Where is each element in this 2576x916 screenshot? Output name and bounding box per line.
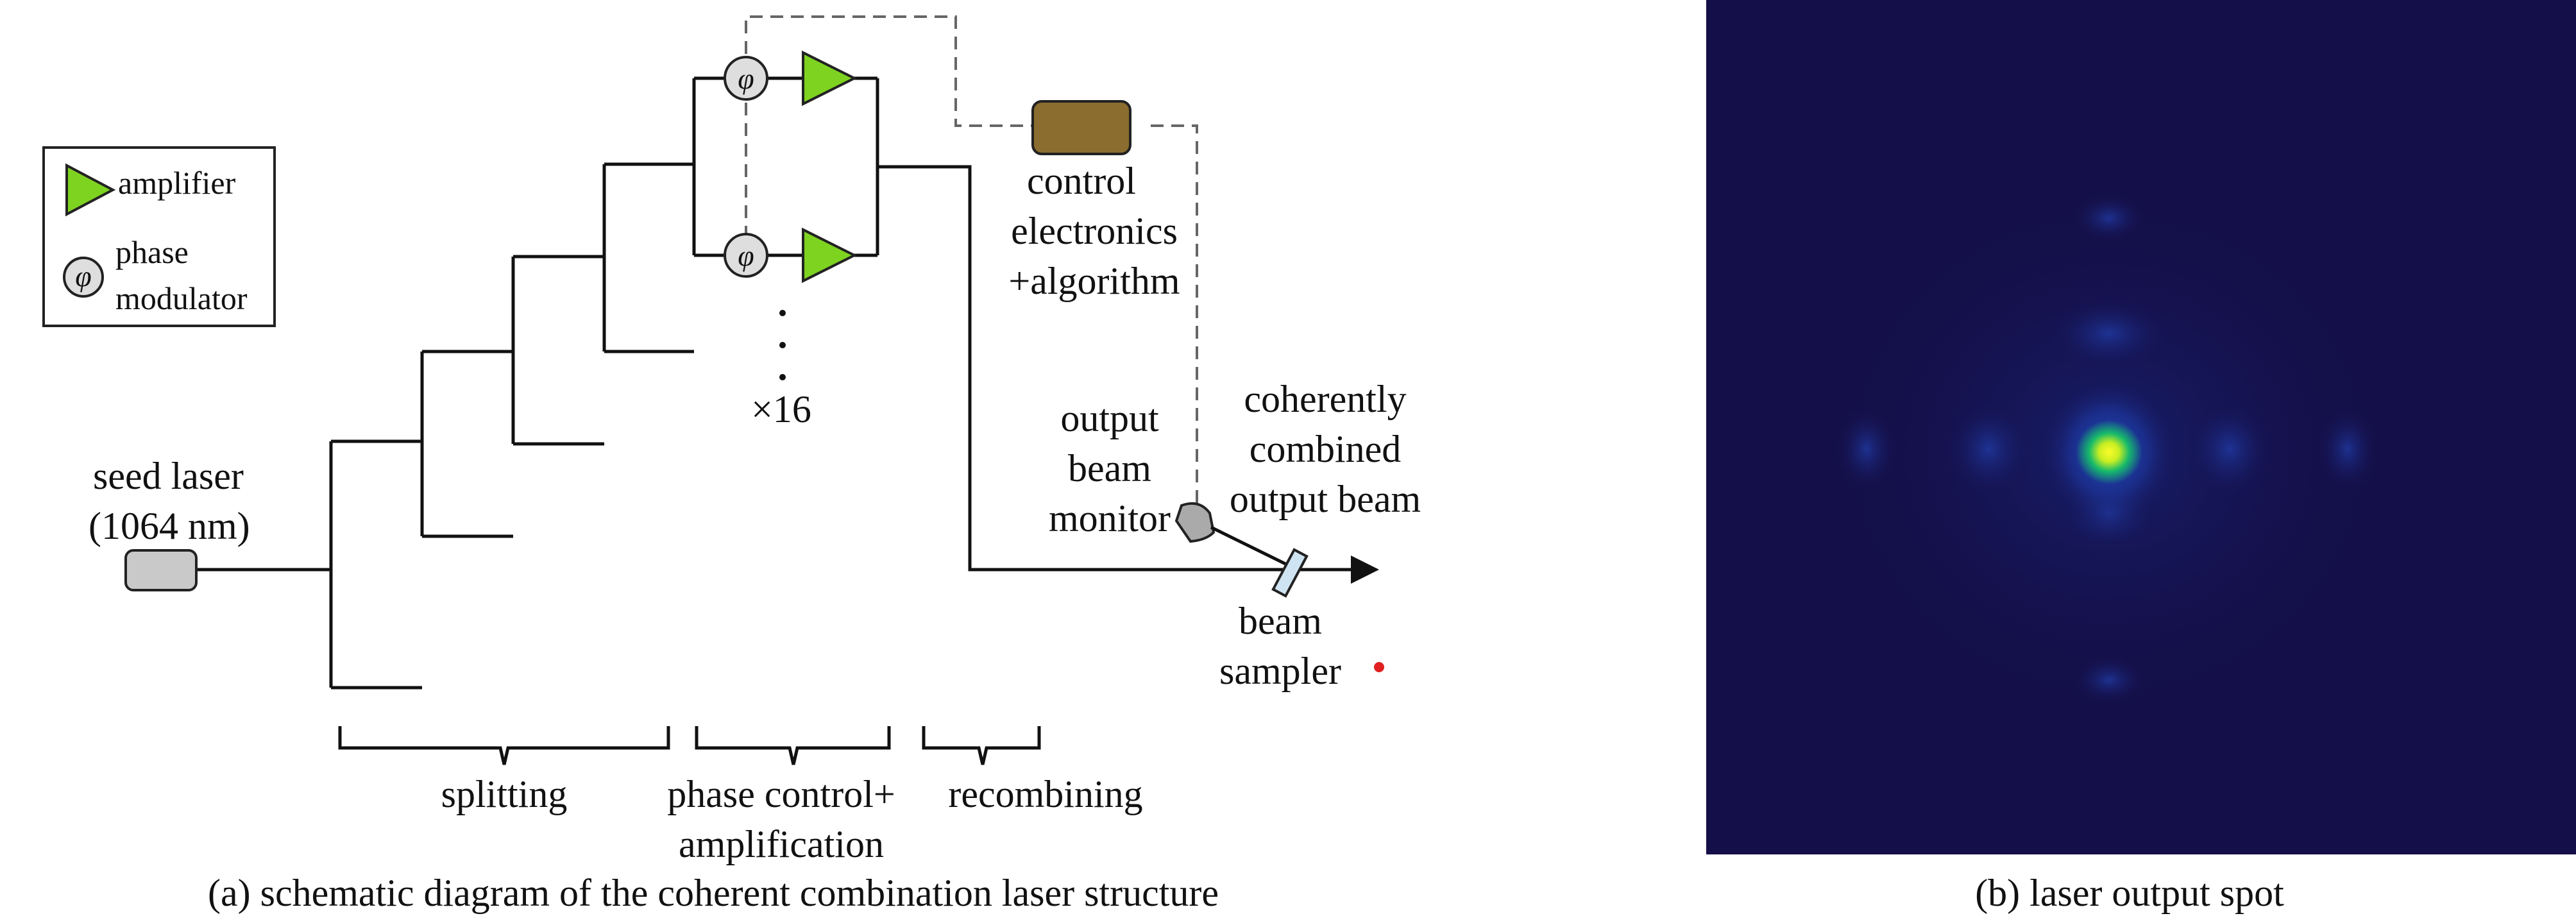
legend-phase-label-line2: modulator [115, 280, 248, 316]
stage-phase-control-label-line2: amplification [679, 823, 884, 865]
amplifier-bottom-icon [802, 227, 858, 284]
phase-symbol: φ [75, 260, 91, 293]
phase-modulator-bottom: φ [724, 233, 768, 278]
control-electronics-box [1031, 100, 1131, 155]
monitor-label-line1: output [1060, 397, 1159, 439]
output-arrow-icon [1351, 556, 1379, 584]
seed-laser-label-line2: (1064 nm) [89, 505, 250, 547]
control-label-line3: +algorithm [1008, 260, 1180, 302]
phase-symbol: φ [738, 239, 754, 272]
array-count-label: ×16 [751, 388, 811, 430]
monitor-label-line2: beam [1068, 447, 1151, 489]
combined-beam-label-line1: coherently [1244, 378, 1406, 420]
sampler-label-line1: beam [1239, 600, 1322, 642]
splitting-tree [196, 76, 1351, 690]
legend: amplifier φ phase modulator [42, 146, 276, 327]
control-label-line1: control [1027, 160, 1136, 202]
combined-beam-label-line3: output beam [1230, 478, 1421, 520]
array-ellipsis [779, 310, 786, 380]
marker-dot [1374, 662, 1384, 672]
legend-amplifier-icon [65, 163, 116, 217]
seed-laser-box [124, 549, 198, 591]
spot-core [2076, 420, 2142, 484]
legend-phase-label-line1: phase [115, 234, 189, 270]
seed-laser-label-line1: seed laser [93, 455, 244, 497]
beam-monitor-icon [1174, 502, 1216, 543]
control-label-line2: electronics [1011, 210, 1178, 252]
legend-amplifier-label: amplifier [118, 165, 236, 201]
amplifier-top-icon [802, 50, 858, 106]
monitor-beam-path [1210, 525, 1288, 566]
monitor-label-line3: monitor [1049, 497, 1171, 539]
coherent-combination-schematic: amplifier φ phase modulator [42, 15, 1421, 914]
caption-b: (b) laser output spot [1975, 872, 2284, 914]
caption-a: (a) schematic diagram of the coherent co… [208, 872, 1219, 914]
laser-output-spot-panel: (b) laser output spot [1706, 0, 2576, 914]
stage-phase-control-label-line1: phase control+ [667, 773, 895, 815]
combined-beam-label-line2: combined [1250, 428, 1402, 470]
phase-symbol: φ [738, 62, 754, 95]
phase-modulator-top: φ [724, 56, 768, 101]
beam-sampler-icon [1271, 548, 1309, 598]
stage-recombining-label: recombining [948, 773, 1142, 815]
legend-phase-modulator-icon [63, 257, 104, 298]
stage-braces [338, 726, 1041, 765]
stage-splitting-label: splitting [441, 773, 568, 815]
sampler-label-line2: sampler [1219, 650, 1341, 692]
